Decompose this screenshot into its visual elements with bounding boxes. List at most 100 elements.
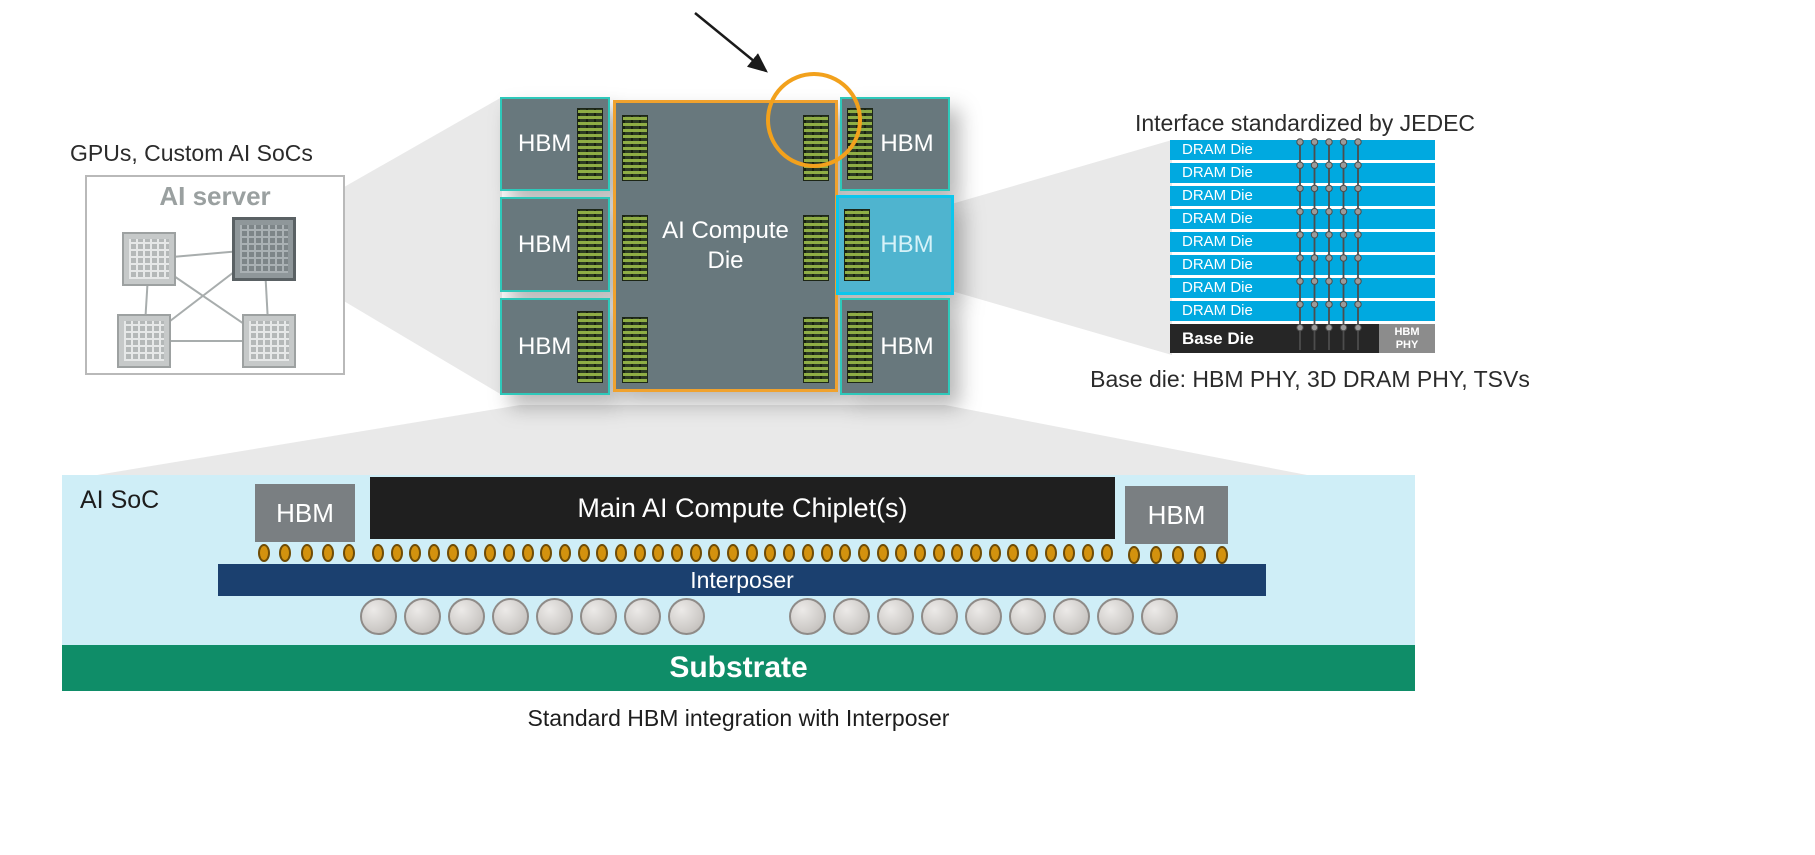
dram-die-row: DRAM Die — [1170, 232, 1435, 252]
bump — [446, 543, 459, 562]
server-chip-2-highlighted — [232, 217, 296, 281]
bump — [652, 543, 665, 562]
bump — [876, 543, 889, 562]
dram-die-row: DRAM Die — [1170, 255, 1435, 275]
chip-grid-pattern — [129, 239, 169, 279]
bump — [1082, 543, 1095, 562]
bump — [727, 543, 740, 562]
memory-array-strip — [577, 208, 603, 281]
tsv-svg — [1296, 138, 1362, 350]
ball — [668, 598, 705, 635]
bump — [857, 543, 870, 562]
bump — [521, 543, 534, 562]
ball — [1053, 598, 1090, 635]
bump — [258, 543, 270, 562]
bump — [1100, 543, 1113, 562]
server-chip-3 — [117, 314, 171, 368]
bump — [932, 543, 945, 562]
hbm-block-left-3: HBM — [500, 298, 610, 395]
hbm-label: HBM — [880, 332, 934, 360]
bump — [502, 543, 515, 562]
bump — [1128, 545, 1140, 564]
bump — [372, 543, 384, 562]
server-chip-4 — [242, 314, 296, 368]
bump — [428, 543, 441, 562]
phy-array-strip — [803, 317, 829, 383]
hbm-block-right-2-highlighted: HBM — [836, 195, 954, 295]
ball — [877, 598, 914, 635]
chip-package: HBM HBM HBM AI Compute Die HBM HBM — [500, 97, 954, 395]
chip-grid-pattern — [240, 225, 288, 273]
bump — [1194, 545, 1206, 564]
hbm-label: HBM — [518, 332, 572, 360]
bump — [1063, 543, 1076, 562]
bump — [839, 543, 852, 562]
bump — [820, 543, 833, 562]
phy-array-strip — [803, 215, 829, 281]
bump — [913, 543, 926, 562]
dram-die-row: DRAM Die — [1170, 163, 1435, 183]
bump — [1150, 545, 1162, 564]
bump — [671, 543, 683, 562]
bottom-caption: Standard HBM integration with Interposer — [527, 705, 950, 731]
bump — [708, 543, 721, 562]
memory-array-strip — [577, 310, 603, 383]
ai-soc-label: AI SoC — [80, 486, 160, 514]
dram-die-row: DRAM Die — [1170, 140, 1435, 160]
chip-grid-pattern — [249, 321, 289, 361]
bump — [596, 543, 609, 562]
bump — [895, 543, 908, 562]
bumps-left — [258, 543, 355, 562]
bumps-right — [1128, 545, 1228, 564]
ball — [1141, 598, 1178, 635]
bump — [1007, 543, 1020, 562]
dram-die-row: DRAM Die — [1170, 186, 1435, 206]
bump — [1026, 543, 1039, 562]
ball — [833, 598, 870, 635]
dram-die-row: DRAM Die — [1170, 278, 1435, 298]
zoom-wedge-bottom — [97, 405, 1307, 475]
bump — [558, 543, 571, 562]
hbm-block-right-3: HBM — [840, 298, 950, 395]
bump — [783, 543, 796, 562]
phy-array-strip — [622, 215, 648, 281]
zoom-wedge-right — [948, 140, 1172, 355]
hbm-label: HBM — [518, 130, 572, 157]
server-chip-1 — [122, 232, 176, 286]
ball — [789, 598, 826, 635]
ball — [360, 598, 397, 635]
ball — [492, 598, 529, 635]
phy-array-strip — [622, 115, 648, 181]
bump — [801, 543, 814, 562]
chip-grid-pattern — [124, 321, 164, 361]
hbm-block-left-2: HBM — [500, 197, 610, 292]
bump — [409, 543, 422, 562]
hbm-label: HBM — [880, 231, 934, 258]
hbm-phy-block: HBM PHY — [1379, 324, 1435, 353]
bump — [633, 543, 646, 562]
ai-server-box: AI server — [85, 175, 345, 375]
balls-left — [360, 598, 705, 635]
bump — [970, 543, 982, 562]
hbm-chip-right: HBM — [1125, 486, 1228, 544]
substrate: Substrate — [62, 645, 1415, 691]
main-compute-chiplet: Main AI Compute Chiplet(s) — [370, 477, 1115, 539]
bump — [951, 543, 964, 562]
ball — [921, 598, 958, 635]
memory-array-strip — [847, 310, 873, 383]
bump — [300, 543, 313, 562]
bump — [321, 543, 334, 562]
interposer: Interposer — [218, 564, 1266, 596]
bumps-main — [372, 543, 1113, 562]
bump — [1216, 545, 1228, 564]
memory-array-strip — [577, 108, 603, 180]
bump — [540, 543, 553, 562]
dram-die-row: DRAM Die — [1170, 301, 1435, 321]
ball — [1009, 598, 1046, 635]
ball — [624, 598, 661, 635]
left-panel-title: GPUs, Custom AI SoCs — [70, 140, 313, 166]
ai-compute-die-label: AI Compute Die — [662, 217, 789, 274]
bump — [484, 543, 497, 562]
memory-array-strip — [844, 209, 870, 281]
